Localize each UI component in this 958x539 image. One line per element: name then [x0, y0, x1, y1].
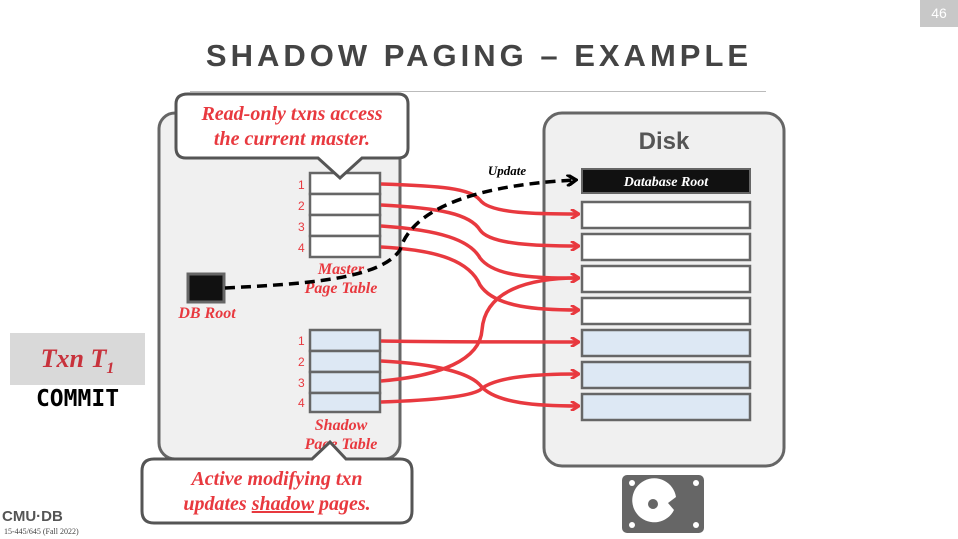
shadow-entry: [308, 370, 382, 395]
page-number: 46: [920, 0, 958, 27]
disk-label: Disk: [639, 128, 690, 155]
row-number: 3: [298, 376, 305, 390]
callout-text: Read-only txns access: [200, 103, 382, 125]
disk-page: [580, 296, 752, 326]
bottom-callout: Active modifying txn updates shadow page…: [140, 439, 414, 525]
txn-status: COMMIT: [35, 386, 120, 412]
shadow-label: Shadow: [315, 417, 368, 434]
row-number: 2: [298, 199, 305, 213]
disk-page: [580, 232, 752, 262]
row-number: 1: [298, 178, 305, 192]
master-entry: [308, 171, 382, 196]
arrow-shadow-4: [380, 374, 578, 404]
master-page-table: 1 2 3 4: [298, 171, 382, 259]
master-entry: [308, 213, 382, 238]
txn-box: Txn T1: [10, 333, 145, 385]
arrow-master-2: [380, 203, 578, 246]
course-label: 15-445/645 (Fall 2022): [4, 527, 79, 536]
callout-text: the current master.: [214, 128, 370, 150]
database-root-page: [581, 168, 751, 194]
update-arrow: [224, 180, 575, 290]
txn-subscript: 1: [106, 360, 115, 378]
shadow-entry: [308, 391, 382, 414]
arrow-master-3: [380, 224, 578, 278]
callout-text: updates shadow pages.: [183, 493, 370, 515]
row-number: 1: [298, 334, 305, 348]
master-label: Master: [317, 261, 365, 278]
cmu-db-logo: CMU·DB: [2, 508, 63, 525]
database-root-label: Database Root: [623, 175, 710, 190]
title-divider: [190, 91, 766, 92]
disk-page: [580, 200, 752, 230]
disk-page-shadow: [580, 328, 752, 358]
arrow-shadow-2: [380, 359, 578, 406]
slide-title: SHADOW PAGING – EXAMPLE: [205, 38, 753, 73]
disk-page-shadow: [580, 392, 752, 422]
master-entry: [308, 192, 382, 217]
top-callout: Read-only txns access the current master…: [174, 92, 410, 181]
txn-name: Txn T: [40, 344, 107, 373]
update-label: Update: [488, 163, 527, 178]
hard-disk-icon: [622, 475, 704, 533]
arrow-shadow-1: [380, 341, 578, 342]
row-number: 4: [298, 396, 305, 410]
shadow-entry: [308, 349, 382, 374]
master-entry: [308, 234, 382, 259]
master-label: Page Table: [304, 280, 378, 297]
db-root-block: [186, 272, 226, 304]
row-number: 3: [298, 220, 305, 234]
disk-pages: Database Root: [580, 168, 752, 422]
arrow-master-4: [380, 245, 578, 310]
row-number: 4: [298, 241, 305, 255]
shadow-label: Page Table: [304, 436, 378, 453]
disk-page-shadow: [580, 360, 752, 390]
shadow-entry: [308, 328, 382, 353]
arrow-master-1: [380, 182, 578, 214]
disk-page: [580, 264, 752, 294]
shadow-page-table: 1 2 3 4: [298, 328, 382, 414]
arrow-shadow-3: [380, 278, 578, 383]
row-number: 2: [298, 355, 305, 369]
callout-text: Active modifying txn: [189, 468, 362, 490]
pointer-arrows: [380, 182, 578, 406]
db-root-label: DB Root: [177, 305, 236, 322]
